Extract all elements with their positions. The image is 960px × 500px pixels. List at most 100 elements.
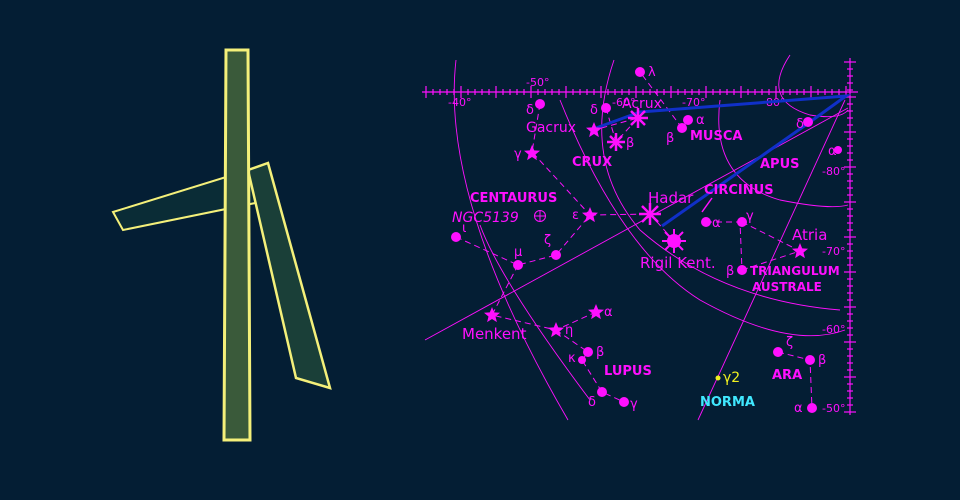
constellation-lupus: LUPUS: [604, 364, 652, 379]
crux-lines: [593, 107, 640, 143]
star-delta-centauri: [535, 99, 545, 109]
letter-delta: δ: [590, 103, 598, 118]
scale-axes: [422, 58, 858, 415]
letter-beta: β: [818, 353, 826, 368]
constellation-crux: CRUX: [572, 155, 612, 170]
ngc5139-label: NGC5139: [452, 210, 519, 226]
stars: [451, 67, 842, 413]
letter-zeta: ζ: [544, 233, 551, 248]
star-rigil-kentaurus: [662, 229, 686, 253]
star-beta-arae: [805, 355, 815, 365]
ra-label: -60°: [612, 96, 635, 109]
star-menkent: [484, 307, 500, 323]
vertical-beam: [222, 48, 252, 442]
star-alpha-muscae: [683, 115, 693, 125]
dec-label: -60°: [822, 323, 845, 336]
constellation-labels: CENTAURUS CRUX MUSCA APUS CIRCINUS TRIAN…: [470, 129, 840, 410]
dec-label: -80°: [822, 165, 845, 178]
constellation-centaurus: CENTAURUS: [470, 191, 557, 206]
star-eta-centauri: [548, 322, 564, 338]
bayer-letter-labels: λ δ δ α β β δ α γ ε ι μ ζ α γ β α η β κ …: [462, 65, 837, 416]
star-zeta-arae: [773, 347, 783, 357]
letter-gamma: γ: [514, 147, 522, 162]
constellation-ara: ARA: [772, 368, 802, 383]
constellation-circinus: CIRCINUS: [704, 183, 774, 198]
star-name-atria: Atria: [792, 226, 827, 244]
dec-label: -70°: [822, 245, 845, 258]
lupus-lines: [555, 329, 625, 403]
star-name-rigil-kent: Rigil Kent.: [640, 254, 716, 272]
star-hadar: [639, 203, 661, 225]
grid-arc: [453, 59, 569, 421]
letter-alpha: α: [794, 401, 803, 416]
letter-mu: μ: [514, 245, 522, 260]
grid-arc: [559, 99, 846, 337]
ra-label: -50°: [526, 76, 549, 89]
circinus-pointer-arrow: [701, 197, 713, 213]
grid-arc: [718, 99, 849, 208]
star-kappa-centauri: [578, 356, 586, 364]
star-lambda-centauri: [635, 67, 645, 77]
letter-iota: ι: [462, 221, 466, 236]
star-alpha-circini: [701, 217, 711, 227]
grid-arc: [479, 224, 591, 401]
grid-arc: [778, 54, 849, 118]
ra-label: -70°: [682, 96, 705, 109]
pointer-asterism: [595, 94, 852, 228]
star-delta-lupi: [597, 387, 607, 397]
star-alpha-lupi: [588, 304, 604, 320]
star-gamma-trianguli-australis: [737, 217, 747, 227]
letter-kappa: κ: [568, 351, 576, 366]
letter-beta: β: [596, 345, 604, 360]
star-name-labels: Acrux Gacrux Hadar Rigil Kent. Menkent A…: [452, 96, 827, 343]
letter-epsilon: ε: [572, 208, 579, 223]
star-zeta-centauri: [551, 250, 561, 260]
constellation-apus: APUS: [760, 157, 800, 172]
centaurus-lines: [531, 103, 591, 216]
letter-alpha: α: [696, 113, 705, 128]
star-beta-muscae: [677, 123, 687, 133]
star-gamma-lupi: [619, 397, 629, 407]
star-epsilon-centauri: [582, 207, 598, 223]
ra-label: -40°: [448, 96, 471, 109]
star-beta-trianguli-australis: [737, 265, 747, 275]
star-acrux: [628, 108, 648, 128]
star-gamma-centauri: [524, 145, 540, 161]
grid-arc: [601, 59, 841, 311]
letter-delta: δ: [588, 395, 596, 410]
star-atria: [792, 243, 808, 259]
star-beta-crucis: [607, 133, 625, 151]
letter-lambda: λ: [648, 65, 656, 80]
crossed-beams-illustration: [111, 48, 332, 442]
letter-beta: β: [666, 131, 674, 146]
constellation-norma: NORMA: [700, 395, 755, 410]
letter-gamma: γ: [746, 209, 754, 224]
letter-delta: δ: [796, 117, 804, 132]
letter-gamma: γ: [630, 397, 638, 412]
letter-delta: δ: [526, 103, 534, 118]
scale-labels: -40° -50° -60° -70° -80° -80° -70° -60° …: [448, 76, 845, 415]
globular-cluster-icon: [534, 210, 546, 222]
star-name-gacrux: Gacrux: [526, 120, 576, 136]
star-iota-centauri: [451, 232, 461, 242]
star-gamma2-normae: [715, 375, 721, 381]
letter-alpha: α: [828, 144, 837, 159]
constellation-australe: AUSTRALE: [752, 280, 822, 294]
slanted-beam: [246, 161, 332, 390]
star-beta-lupi: [583, 347, 593, 357]
star-name-menkent: Menkent: [462, 325, 527, 343]
letter-beta: β: [626, 136, 634, 151]
star-name-hadar: Hadar: [648, 189, 694, 207]
star-name-acrux: Acrux: [622, 96, 662, 112]
star-mu-centauri: [513, 260, 523, 270]
constellation-musca: MUSCA: [690, 129, 742, 144]
letter-alpha: α: [712, 216, 721, 231]
star-chart: -40° -50° -60° -70° -80° -80° -70° -60° …: [422, 54, 858, 421]
letter-beta: β: [726, 264, 734, 279]
star-gacrux: [586, 122, 602, 138]
centaurus-lines: [491, 264, 597, 331]
star-alpha-arae: [807, 403, 817, 413]
dec-label: -50°: [822, 402, 845, 415]
